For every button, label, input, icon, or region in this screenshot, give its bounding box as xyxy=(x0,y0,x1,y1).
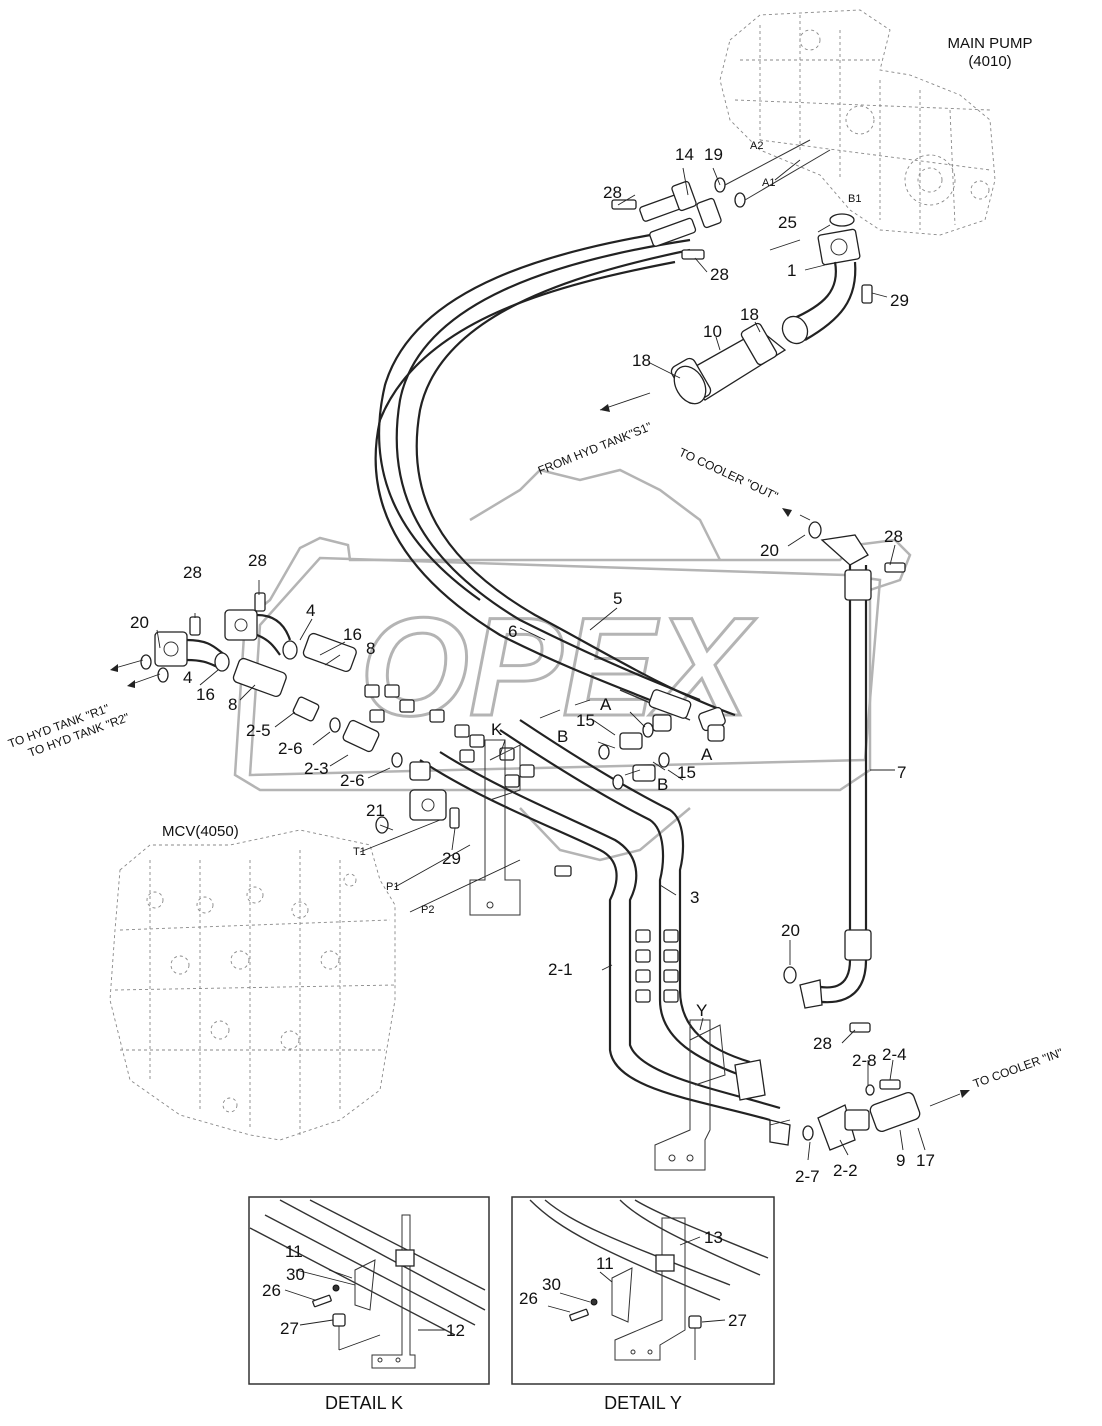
port-t1: T1 xyxy=(353,846,366,858)
detail-k-part-12: 12 xyxy=(446,1321,465,1340)
port-a2: A2 xyxy=(750,140,763,152)
pressure-pipes xyxy=(419,719,791,1146)
bracket-k xyxy=(469,739,521,916)
detail-k-part-27: 27 xyxy=(280,1319,299,1338)
part-17: 17 xyxy=(916,1151,935,1170)
part-5: 5 xyxy=(613,589,622,608)
port-b1: B1 xyxy=(848,193,861,205)
part-2-6-a: 2-6 xyxy=(278,739,303,758)
detail-k-part-26: 26 xyxy=(262,1281,281,1300)
part-20-c: 20 xyxy=(781,921,800,940)
part-16-b: 16 xyxy=(196,685,215,704)
part-3: 3 xyxy=(690,888,699,907)
part-29-b: 29 xyxy=(442,849,461,868)
leader-lines xyxy=(156,159,926,1161)
part-2-2: 2-2 xyxy=(833,1161,858,1180)
suction-line xyxy=(670,213,873,405)
part-29-a: 29 xyxy=(890,291,909,310)
part-18-a: 18 xyxy=(740,305,759,324)
part-28-a: 28 xyxy=(603,183,622,202)
pipe-fittings-group xyxy=(635,929,679,1003)
detail-y-part-11: 11 xyxy=(596,1254,614,1273)
main-pump-code: (4010) xyxy=(968,53,1011,70)
part-7: 7 xyxy=(897,763,906,782)
part-2-1: 2-1 xyxy=(548,960,573,979)
from-tank-s1-label: FROM HYD TANK"S1" xyxy=(536,419,654,477)
part-28-c: 28 xyxy=(884,527,903,546)
part-28-d: 28 xyxy=(183,563,202,582)
part-19: 19 xyxy=(704,145,723,164)
detail-y-part-30: 30 xyxy=(542,1275,561,1294)
part-2-7: 2-7 xyxy=(795,1167,820,1186)
detail-y-part-26: 26 xyxy=(519,1289,538,1308)
part-14: 14 xyxy=(675,145,694,164)
part-9: 9 xyxy=(896,1151,905,1170)
detail-y-part-27: 27 xyxy=(728,1311,747,1330)
part-16-a: 16 xyxy=(343,625,362,644)
mcv-fittings xyxy=(292,684,670,877)
flow-arrows xyxy=(110,392,970,1107)
part-4-a: 4 xyxy=(306,601,315,620)
detail-y-panel: 13 11 30 26 27 DETAIL Y xyxy=(511,1196,775,1413)
part-2-5: 2-5 xyxy=(246,721,271,740)
part-20-b: 20 xyxy=(130,613,149,632)
tank-return-lines xyxy=(140,592,357,698)
port-p2: P2 xyxy=(421,904,434,916)
part-2-8: 2-8 xyxy=(852,1051,877,1070)
to-cooler-in-label: TO COOLER "IN" xyxy=(971,1045,1064,1090)
part-21: 21 xyxy=(366,801,385,820)
detail-k-panel: 11 30 26 27 12 DETAIL K xyxy=(248,1196,490,1413)
part-8-b: 8 xyxy=(228,695,237,714)
port-b-right: B xyxy=(657,775,668,794)
to-cooler-out-label: TO COOLER "OUT" xyxy=(677,445,780,503)
part-8-a: 8 xyxy=(366,639,375,658)
detail-k-marker: K xyxy=(491,720,503,739)
detail-k-part-11: 11 xyxy=(285,1242,303,1261)
port-p1: P1 xyxy=(386,881,399,893)
part-2-4: 2-4 xyxy=(882,1045,907,1064)
cooler-hose-7 xyxy=(783,521,906,1033)
detail-y-title: DETAIL Y xyxy=(604,1393,682,1413)
part-2-6-b: 2-6 xyxy=(340,771,365,790)
part-28-b: 28 xyxy=(710,265,729,284)
part-25: 25 xyxy=(778,213,797,232)
detail-k-title: DETAIL K xyxy=(325,1393,403,1413)
part-28-f: 28 xyxy=(813,1034,832,1053)
port-a-right: A xyxy=(701,745,713,764)
port-a1: A1 xyxy=(762,177,775,189)
part-18-b: 18 xyxy=(632,351,651,370)
part-6: 6 xyxy=(508,622,517,641)
part-15-a: 15 xyxy=(576,711,595,730)
port-b-left: B xyxy=(557,727,568,746)
part-2-3: 2-3 xyxy=(304,759,329,778)
part-20-a: 20 xyxy=(760,541,779,560)
detail-k-part-30: 30 xyxy=(286,1265,305,1284)
bracket-y xyxy=(654,1019,726,1171)
part-10: 10 xyxy=(703,322,722,341)
part-1: 1 xyxy=(787,261,796,280)
pump-hose-fittings xyxy=(611,139,831,260)
mcv-drawing xyxy=(109,829,396,1141)
part-4-b: 4 xyxy=(183,668,192,687)
detail-y-part-13: 13 xyxy=(704,1228,723,1247)
cooler-in-fittings xyxy=(802,1079,921,1151)
part-15-b: 15 xyxy=(677,763,696,782)
part-number-callouts: 28 14 19 25 28 1 29 18 10 18 20 28 28 28… xyxy=(130,145,935,1186)
mcv-label: MCV(4050) xyxy=(162,823,239,840)
main-pump-drawing xyxy=(719,9,996,236)
watermark-text: OPEX xyxy=(360,588,757,745)
part-28-e: 28 xyxy=(248,551,267,570)
watermark-logo: OPEX xyxy=(233,468,912,862)
port-a-left: A xyxy=(600,695,612,714)
hose-5-6-assembly xyxy=(374,228,736,742)
detail-y-marker: Y xyxy=(696,1001,707,1020)
main-pump-label: MAIN PUMP xyxy=(947,35,1032,52)
